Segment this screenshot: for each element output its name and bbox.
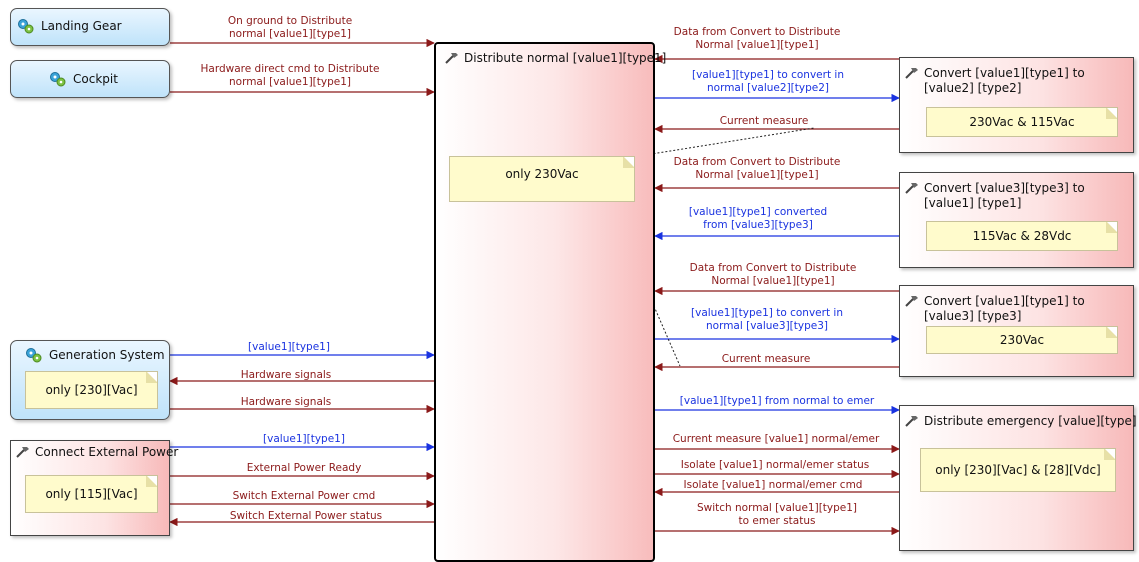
flow-label-ext-switch-status: Switch External Power status <box>229 510 383 522</box>
distribute-normal-note: only 230Vac <box>449 156 635 202</box>
block-title: Landing Gear <box>41 19 122 33</box>
flow-label-ext-value: [value1][type1] <box>263 433 345 445</box>
flow-label-ext-switch-cmd: Switch External Power cmd <box>232 490 376 502</box>
flow-label-gen-value: [value1][type1] <box>248 341 330 353</box>
flow-label-gen-hw-out: Hardware signals <box>240 396 332 408</box>
gear-cluster-icon <box>50 72 66 87</box>
hammer-icon <box>905 183 918 194</box>
distribute-normal-block[interactable]: Distribute normal [value1][type1] only 2… <box>434 42 666 562</box>
flow-label-em-isolate-cmd: Isolate [value1] normal/emer cmd <box>683 479 863 491</box>
hammer-icon <box>16 447 29 458</box>
distribute-emergency-note: only [230][Vac] & [28][Vdc] <box>920 448 1116 492</box>
convert-1-to-3-block[interactable]: Convert [value1][type1] to [value3] [typ… <box>899 285 1134 377</box>
gear-cluster-icon <box>26 348 42 363</box>
flow-label-c12-current: Current measure <box>719 115 809 127</box>
flow-label-c13-current: Current measure <box>721 353 811 365</box>
block-title: Convert [value1][type1] to [value2] [typ… <box>924 66 1085 95</box>
hammer-icon <box>905 416 918 427</box>
convert-3-to-1-note: 115Vac & 28Vdc <box>926 221 1118 251</box>
flow-label-em-isolate-status: Isolate [value1] normal/emer status <box>680 459 870 471</box>
flow-label-gen-hw-in: Hardware signals <box>240 369 332 381</box>
hammer-icon <box>905 68 918 79</box>
gear-cluster-icon <box>18 19 34 34</box>
convert-1-to-3-note: 230Vac <box>926 326 1118 354</box>
hammer-icon <box>445 53 458 64</box>
convert-1-to-2-note: 230Vac & 115Vac <box>926 107 1118 137</box>
hammer-icon <box>905 296 918 307</box>
connect-external-power-note: only [115][Vac] <box>25 475 158 513</box>
generation-system-note: only [230][Vac] <box>25 371 158 409</box>
flow-label-ext-ready: External Power Ready <box>246 462 362 474</box>
generation-system-block[interactable]: Generation System only [230][Vac] <box>10 340 170 420</box>
convert-1-to-2-block[interactable]: Convert [value1][type1] to [value2] [typ… <box>899 57 1134 153</box>
cockpit-block[interactable]: Cockpit <box>10 60 170 98</box>
block-title: Distribute emergency [value][type] <box>924 414 1137 428</box>
convert-3-to-1-block[interactable]: Convert [value3][type3] to [value1] [typ… <box>899 172 1134 268</box>
flow-label-em-current: Current measure [value1] normal/emer <box>672 433 880 445</box>
block-title: Connect External Power <box>35 445 179 459</box>
block-title: Distribute normal [value1][type1] <box>464 51 667 65</box>
connect-external-power-block[interactable]: Connect External Power only [115][Vac] <box>10 440 178 536</box>
flow-label-em-switch-status: Switch normal [value1][type1]to emer sta… <box>696 502 858 527</box>
block-title: Convert [value1][type1] to [value3] [typ… <box>924 294 1085 323</box>
landing-gear-block[interactable]: Landing Gear <box>10 8 170 46</box>
distribute-emergency-block[interactable]: Distribute emergency [value][type] only … <box>899 405 1137 551</box>
block-title: Generation System <box>49 348 165 362</box>
flow-label-em-from-normal: [value1][type1] from normal to emer <box>679 395 875 407</box>
block-title: Cockpit <box>73 72 118 86</box>
block-title: Convert [value3][type3] to [value1] [typ… <box>924 181 1085 210</box>
